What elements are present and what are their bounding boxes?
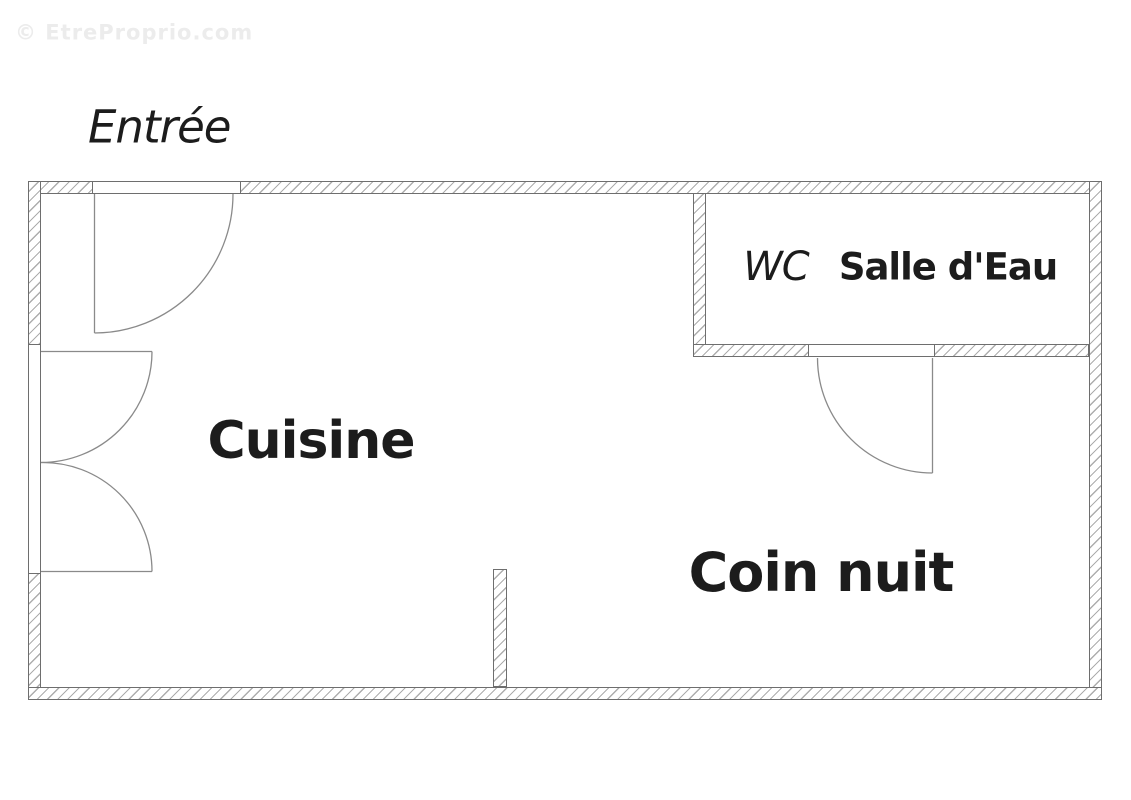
wall-left-upper-segment: [28, 181, 41, 345]
french-door-upper-swing-arc: [40, 351, 153, 464]
wall-bathroom-bottom-left: [693, 344, 809, 357]
watermark-text: © EtreProprio.com: [15, 20, 254, 45]
french-door-opening: [28, 345, 41, 573]
room-label-salle-eau: Salle d'Eau: [838, 245, 1058, 289]
entrance-label: Entrée: [88, 100, 231, 154]
bathroom-door-opening: [809, 344, 934, 357]
wall-bottom: [28, 687, 1102, 700]
room-label-wc: WC: [743, 244, 809, 290]
entrance-door-opening: [93, 181, 240, 194]
entrance-door-swing-arc: [94, 193, 234, 334]
room-label-coin-nuit: Coin nuit: [688, 541, 955, 604]
french-door-lower-swing-arc: [40, 461, 153, 572]
room-label-cuisine: Cuisine: [207, 411, 415, 471]
bathroom-door-swing-arc: [816, 357, 933, 474]
wall-bathroom-bottom-right: [934, 344, 1089, 357]
wall-partition-kitchen: [493, 569, 507, 687]
